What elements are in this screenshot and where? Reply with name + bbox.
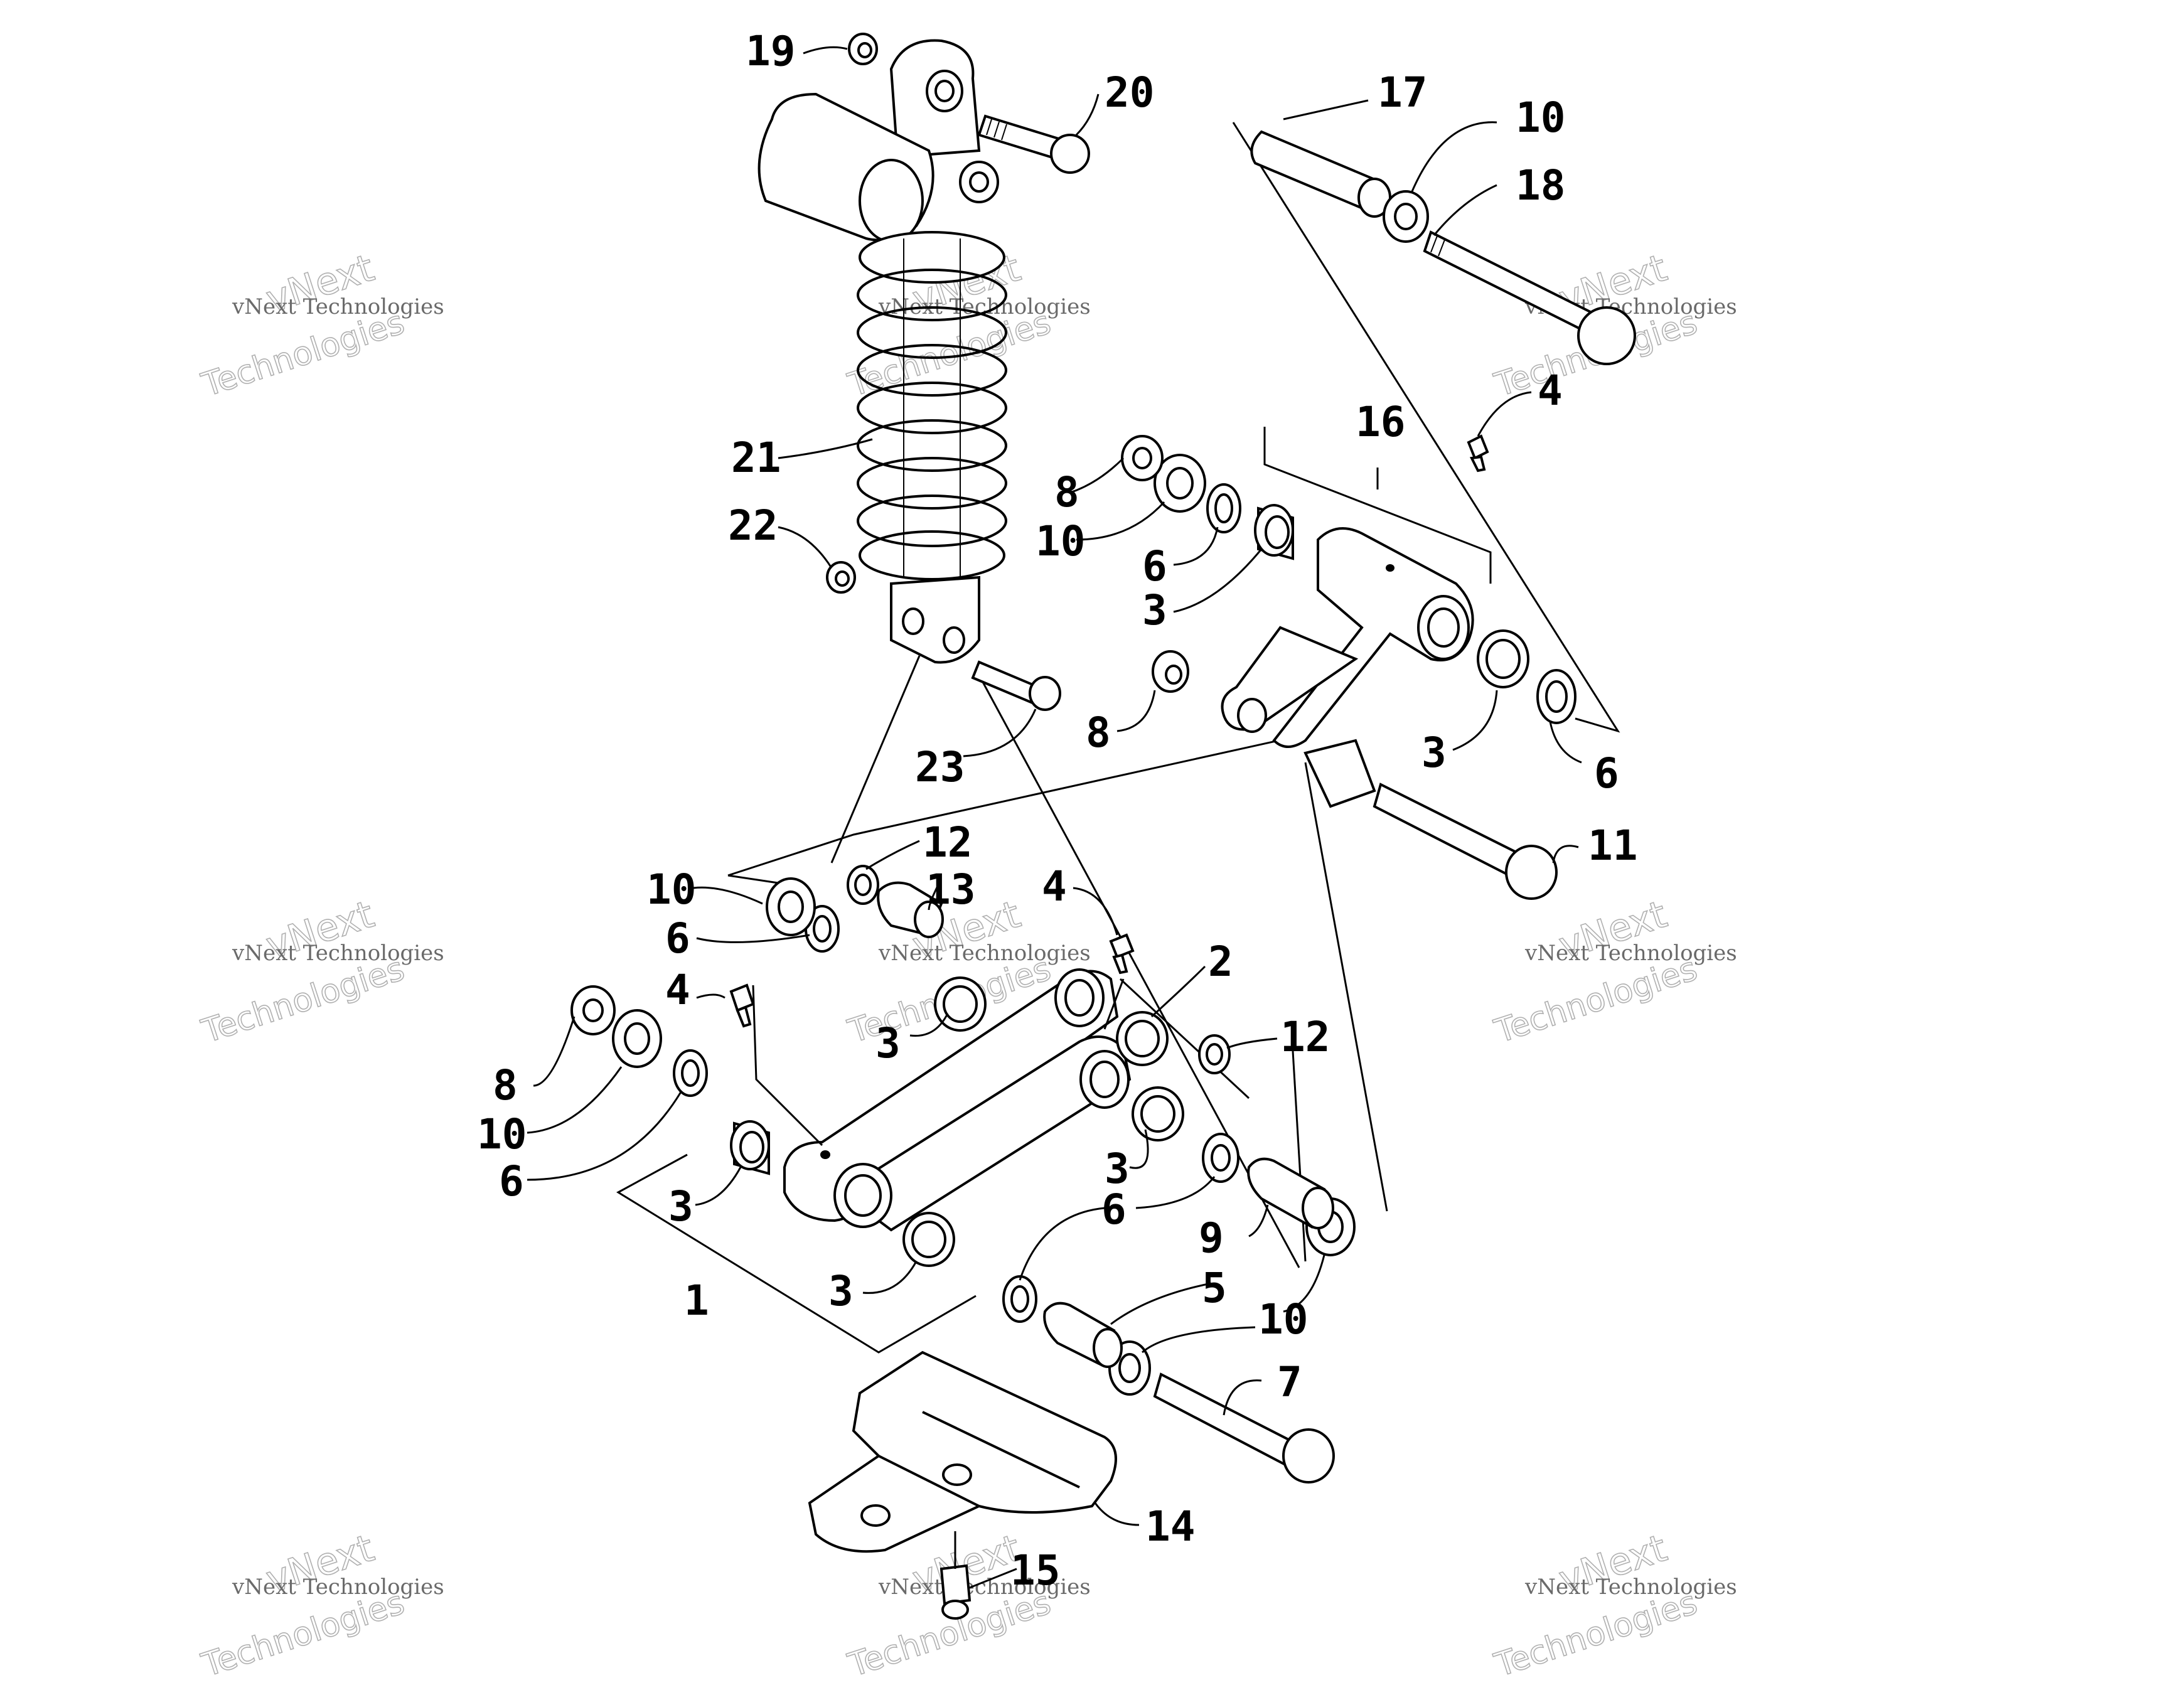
callout-8-top: 8 (1054, 468, 1079, 516)
callouts: 19 20 21 22 23 17 10 18 4 16 8 10 6 3 8 … (477, 27, 1637, 1595)
callout-17: 17 (1378, 68, 1427, 117)
callout-14: 14 (1145, 1502, 1195, 1551)
callout-7: 7 (1277, 1358, 1302, 1406)
shock-absorber (757, 33, 1090, 711)
callout-6-left: 6 (665, 914, 690, 963)
nut-22 (826, 561, 856, 594)
callout-13: 13 (926, 865, 975, 914)
guard-14 (808, 1350, 1117, 1620)
callout-20: 20 (1105, 68, 1154, 117)
callout-6-low: 6 (499, 1157, 524, 1206)
callout-4-mid: 4 (1042, 862, 1067, 911)
callout-10-top: 10 (1516, 94, 1565, 142)
callout-3-lowmid: 3 (1105, 1145, 1130, 1193)
svg-text:vNext Technologies: vNext Technologies (1524, 941, 1737, 966)
callout-5: 5 (1202, 1264, 1227, 1312)
callout-16: 16 (1356, 398, 1405, 446)
svg-text:vNext Technologies: vNext Technologies (232, 1575, 444, 1600)
callout-11: 11 (1588, 821, 1637, 870)
callout-6-mid: 6 (1142, 542, 1167, 591)
upper-link-16 (1121, 435, 1576, 900)
callout-3-right: 3 (1421, 729, 1447, 777)
callout-4-top: 4 (1538, 366, 1563, 415)
callout-23: 23 (915, 743, 965, 791)
leader-lines (527, 46, 1582, 1589)
assembly-outlines (616, 122, 1620, 1354)
bolt-23 (971, 660, 1061, 711)
callout-15: 15 (1010, 1546, 1060, 1595)
callout-10-left: 10 (646, 865, 696, 914)
callout-9: 9 (1199, 1214, 1224, 1262)
svg-text:vNext Technologies: vNext Technologies (878, 1575, 1091, 1600)
callout-1: 1 (684, 1276, 709, 1325)
callout-8-left: 8 (493, 1061, 518, 1110)
callout-10-bottom: 10 (1258, 1295, 1308, 1344)
callout-3-bottom: 3 (828, 1267, 854, 1315)
watermark: vNext Technologies vNext Technologies (197, 1526, 444, 1685)
callout-12-right: 12 (1280, 1013, 1330, 1061)
watermark: vNext Technologies vNext Technologies (1490, 892, 1737, 1051)
svg-text:vNext Technologies: vNext Technologies (232, 294, 444, 319)
callout-4-left: 4 (665, 966, 690, 1014)
watermark: vNext Technologies vNext Technologies (197, 245, 444, 405)
nut-19 (848, 33, 878, 65)
bolt-20 (977, 114, 1090, 174)
callout-21: 21 (731, 434, 781, 482)
spring-21 (857, 231, 1007, 580)
callout-3-center: 3 (875, 1019, 901, 1067)
svg-text:vNext Technologies: vNext Technologies (878, 941, 1091, 966)
callout-22: 22 (728, 501, 778, 550)
upper-right-parts (1250, 130, 1636, 473)
callout-2: 2 (1208, 938, 1233, 986)
callout-10-low: 10 (477, 1110, 527, 1158)
callout-6-lowmid: 6 (1101, 1185, 1127, 1234)
callout-3-low: 3 (668, 1182, 693, 1231)
callout-12-top: 12 (923, 818, 972, 867)
callout-3-mid: 3 (1142, 586, 1167, 634)
callout-6-right: 6 (1594, 749, 1619, 798)
lower-link-1 (570, 865, 1356, 1484)
callout-19: 19 (746, 27, 795, 75)
callout-10-mid: 10 (1036, 517, 1085, 565)
callout-18: 18 (1516, 161, 1565, 210)
watermark: vNext Technologies vNext Technologies (1490, 1526, 1737, 1685)
svg-text:vNext Technologies: vNext Technologies (232, 941, 444, 966)
watermark: vNext Technologies vNext Technologies (197, 892, 444, 1051)
svg-text:vNext Technologies: vNext Technologies (1524, 1575, 1737, 1600)
callout-8-mid: 8 (1086, 708, 1111, 757)
